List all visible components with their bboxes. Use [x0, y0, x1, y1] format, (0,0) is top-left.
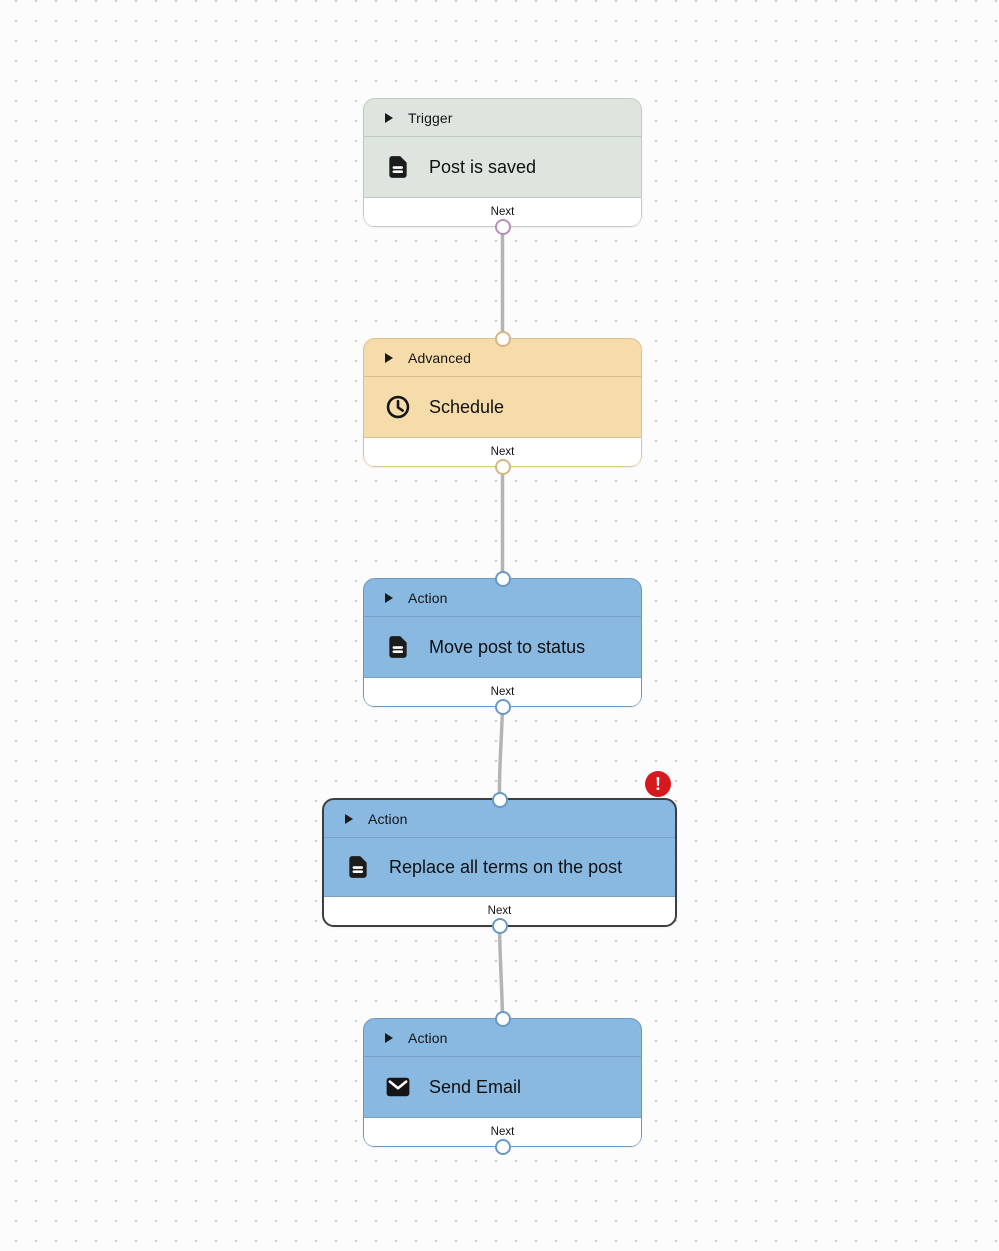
- next-branch-label: Next: [490, 206, 515, 218]
- output-handle[interactable]: [491, 917, 508, 934]
- workflow-node-action-replace-all-terms-on-the-post[interactable]: Action Replace all terms on the post: [322, 771, 677, 934]
- node-header[interactable]: Action: [324, 800, 675, 838]
- node-header[interactable]: Advanced: [364, 339, 641, 377]
- edge-action-replace-all-terms-on-the-post--action-send-email: [497, 926, 505, 1019]
- node-footer: Next: [364, 437, 641, 466]
- next-branch-label: Next: [490, 446, 515, 458]
- collapse-triangle-icon[interactable]: [344, 813, 354, 825]
- collapse-triangle-icon[interactable]: [384, 592, 394, 604]
- input-handle[interactable]: [494, 1010, 511, 1027]
- node-title: Post is saved: [429, 156, 537, 177]
- document-icon: [389, 156, 407, 178]
- workflow-node-advanced-schedule[interactable]: Advanced Schedule Next: [363, 330, 642, 475]
- node-body[interactable]: Post is saved: [364, 137, 641, 197]
- error-badge[interactable]: !: [645, 771, 671, 797]
- output-handle[interactable]: [494, 698, 511, 715]
- output-handle[interactable]: [494, 1138, 511, 1155]
- node-title: Send Email: [429, 1076, 522, 1097]
- output-handle[interactable]: [494, 458, 511, 475]
- workflow-node-trigger-post-is-saved[interactable]: Trigger Post is saved N: [363, 98, 642, 235]
- node-title: Replace all terms on the post: [389, 856, 623, 877]
- node-header[interactable]: Trigger: [364, 99, 641, 137]
- collapse-triangle-icon[interactable]: [384, 352, 394, 364]
- collapse-triangle-icon[interactable]: [384, 112, 394, 124]
- document-icon: [389, 636, 407, 658]
- input-handle[interactable]: [494, 570, 511, 587]
- collapse-triangle-icon[interactable]: [384, 1032, 394, 1044]
- node-body[interactable]: Move post to status: [364, 617, 641, 677]
- edge-action-move-post-to-status--action-replace-all-terms-on-the-post: [497, 706, 505, 799]
- next-branch-label: Next: [490, 686, 515, 698]
- email-icon: [386, 1077, 410, 1097]
- node-header[interactable]: Action: [364, 579, 641, 617]
- clock-icon: [386, 395, 410, 419]
- node-body[interactable]: Schedule: [364, 377, 641, 437]
- node-title: Schedule: [429, 396, 505, 417]
- next-branch-label: Next: [490, 1126, 515, 1138]
- workflow-node-action-move-post-to-status[interactable]: Action Move post to status: [363, 570, 642, 715]
- output-handle[interactable]: [494, 218, 511, 235]
- node-category-label: Action: [368, 810, 408, 827]
- node-category-label: Advanced: [408, 349, 472, 366]
- next-branch-label: Next: [487, 905, 512, 917]
- node-title: Move post to status: [429, 636, 586, 657]
- input-handle[interactable]: [491, 791, 508, 808]
- node-category-label: Trigger: [408, 109, 453, 126]
- node-header[interactable]: Action: [364, 1019, 641, 1057]
- workflow-node-action-send-email[interactable]: Action Send Email Next: [363, 1010, 642, 1155]
- node-body[interactable]: Replace all terms on the post: [324, 838, 675, 896]
- node-category-label: Action: [408, 589, 448, 606]
- node-body[interactable]: Send Email: [364, 1057, 641, 1117]
- input-handle[interactable]: [494, 330, 511, 347]
- document-icon: [349, 856, 367, 878]
- node-category-label: Action: [408, 1029, 448, 1046]
